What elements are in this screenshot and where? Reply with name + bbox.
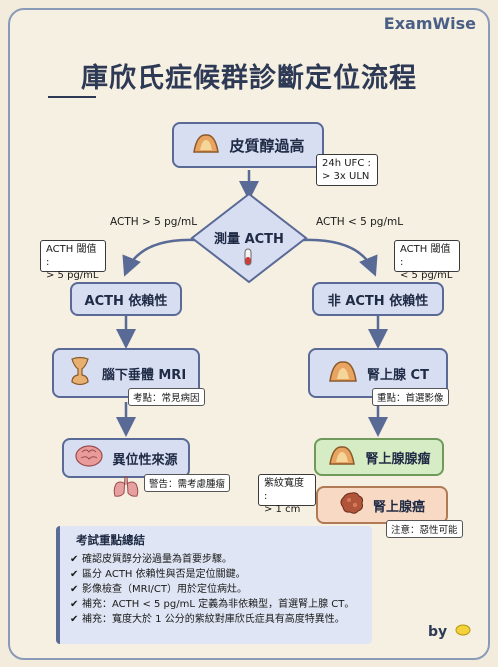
ufc-note-line2: > 3x ULN: [322, 171, 370, 182]
arrow-test-to-independent: [301, 238, 378, 277]
branch-left-label: ACTH > 5 pg/mL: [110, 216, 198, 228]
check-icon: ✔: [70, 599, 79, 610]
node-acth-independent-label: 非 ACTH 依賴性: [327, 293, 429, 309]
adrenal-adenoma-icon: [327, 444, 357, 470]
node-adrenal-adenoma: 腎上腺腺瘤: [314, 438, 444, 476]
left-threshold-line1: ACTH 閾值 :: [46, 244, 97, 268]
adrenal-gland-icon: [191, 132, 221, 158]
node-adrenal-ct-label: 腎上腺 CT: [367, 367, 429, 383]
title-underline: [48, 96, 96, 98]
stria-note: 紫紋寬度 : > 1 cm: [258, 474, 316, 515]
tumor-icon: [339, 491, 365, 519]
node-high-cortisol: 皮質醇過高: [172, 122, 324, 168]
branch-right-label: ACTH < 5 pg/mL: [316, 216, 404, 228]
node-high-cortisol-label: 皮質醇過高: [229, 136, 305, 155]
summary-item: ✔確認皮質醇分泌過量為首要步驟。: [70, 554, 232, 565]
node-ectopic: 異位性來源: [62, 438, 190, 478]
pituitary-tag: 考點：常見病因: [128, 388, 205, 406]
brain-icon: [74, 444, 104, 472]
stria-note-line2: > 1 cm: [264, 504, 301, 515]
summary-panel: 考試重點總結 ✔確認皮質醇分泌過量為首要步驟。 ✔區分 ACTH 依賴性與否是定…: [56, 526, 372, 644]
summary-title: 考試重點總結: [76, 533, 145, 547]
summary-item: ✔區分 ACTH 依賴性與否是定位關鍵。: [70, 569, 246, 580]
adrenal-ct-tag: 重點：首選影像: [372, 388, 449, 406]
diamond-test: [190, 192, 308, 284]
arrow-test-to-dependent: [122, 238, 197, 277]
check-icon: ✔: [70, 569, 79, 580]
node-acth-dependent-label: ACTH 依賴性: [84, 293, 168, 309]
test-acth-label: 測量 ACTH: [214, 232, 284, 247]
pituitary-icon: [66, 356, 94, 390]
page-title: 庫欣氏症候群診斷定位流程: [81, 63, 417, 94]
stria-note-line1: 紫紋寬度 :: [264, 478, 304, 502]
node-adrenal-adenoma-label: 腎上腺腺瘤: [365, 451, 431, 467]
right-threshold-line2: < 5 pg/mL: [400, 270, 453, 281]
ectopic-tag: 警告：需考慮腫瘤: [144, 474, 231, 492]
footer-credit: by: [428, 624, 471, 640]
check-icon: ✔: [70, 584, 79, 595]
check-icon: ✔: [70, 554, 79, 565]
adrenal-gland-icon-2: [327, 359, 359, 387]
lungs-icon: [112, 474, 140, 502]
node-acth-dependent: ACTH 依賴性: [70, 282, 182, 316]
node-pituitary-mri-label: 腦下垂體 MRI: [101, 367, 187, 383]
brand-logo: ExamWise: [383, 14, 476, 33]
test-tube-icon: [243, 248, 253, 268]
lemon-icon: [455, 624, 471, 640]
ufc-note-line1: 24h UFC :: [322, 158, 371, 169]
summary-item: ✔補充：ACTH < 5 pg/mL 定義為非依賴型，首選腎上腺 CT。: [70, 599, 355, 610]
left-threshold-note: ACTH 閾值 : > 5 pg/mL: [40, 240, 106, 281]
node-adrenal-carcinoma: 腎上腺癌: [316, 486, 448, 524]
check-icon: ✔: [70, 614, 79, 625]
node-adrenal-carcinoma-label: 腎上腺癌: [372, 499, 425, 515]
node-ectopic-label: 異位性來源: [112, 452, 178, 468]
carcinoma-tag: 注意：惡性可能: [386, 520, 463, 538]
summary-item: ✔影像檢查（MRI/CT）用於定位病灶。: [70, 584, 247, 595]
summary-item: ✔補充：寬度大於 1 公分的紫紋對庫欣氏症具有高度特異性。: [70, 614, 345, 625]
left-threshold-line2: > 5 pg/mL: [46, 270, 99, 281]
node-acth-independent: 非 ACTH 依賴性: [312, 282, 444, 316]
right-threshold-note: ACTH 閾值 : < 5 pg/mL: [394, 240, 460, 281]
ufc-note: 24h UFC : > 3x ULN: [316, 154, 378, 186]
right-threshold-line1: ACTH 閾值 :: [400, 244, 451, 268]
